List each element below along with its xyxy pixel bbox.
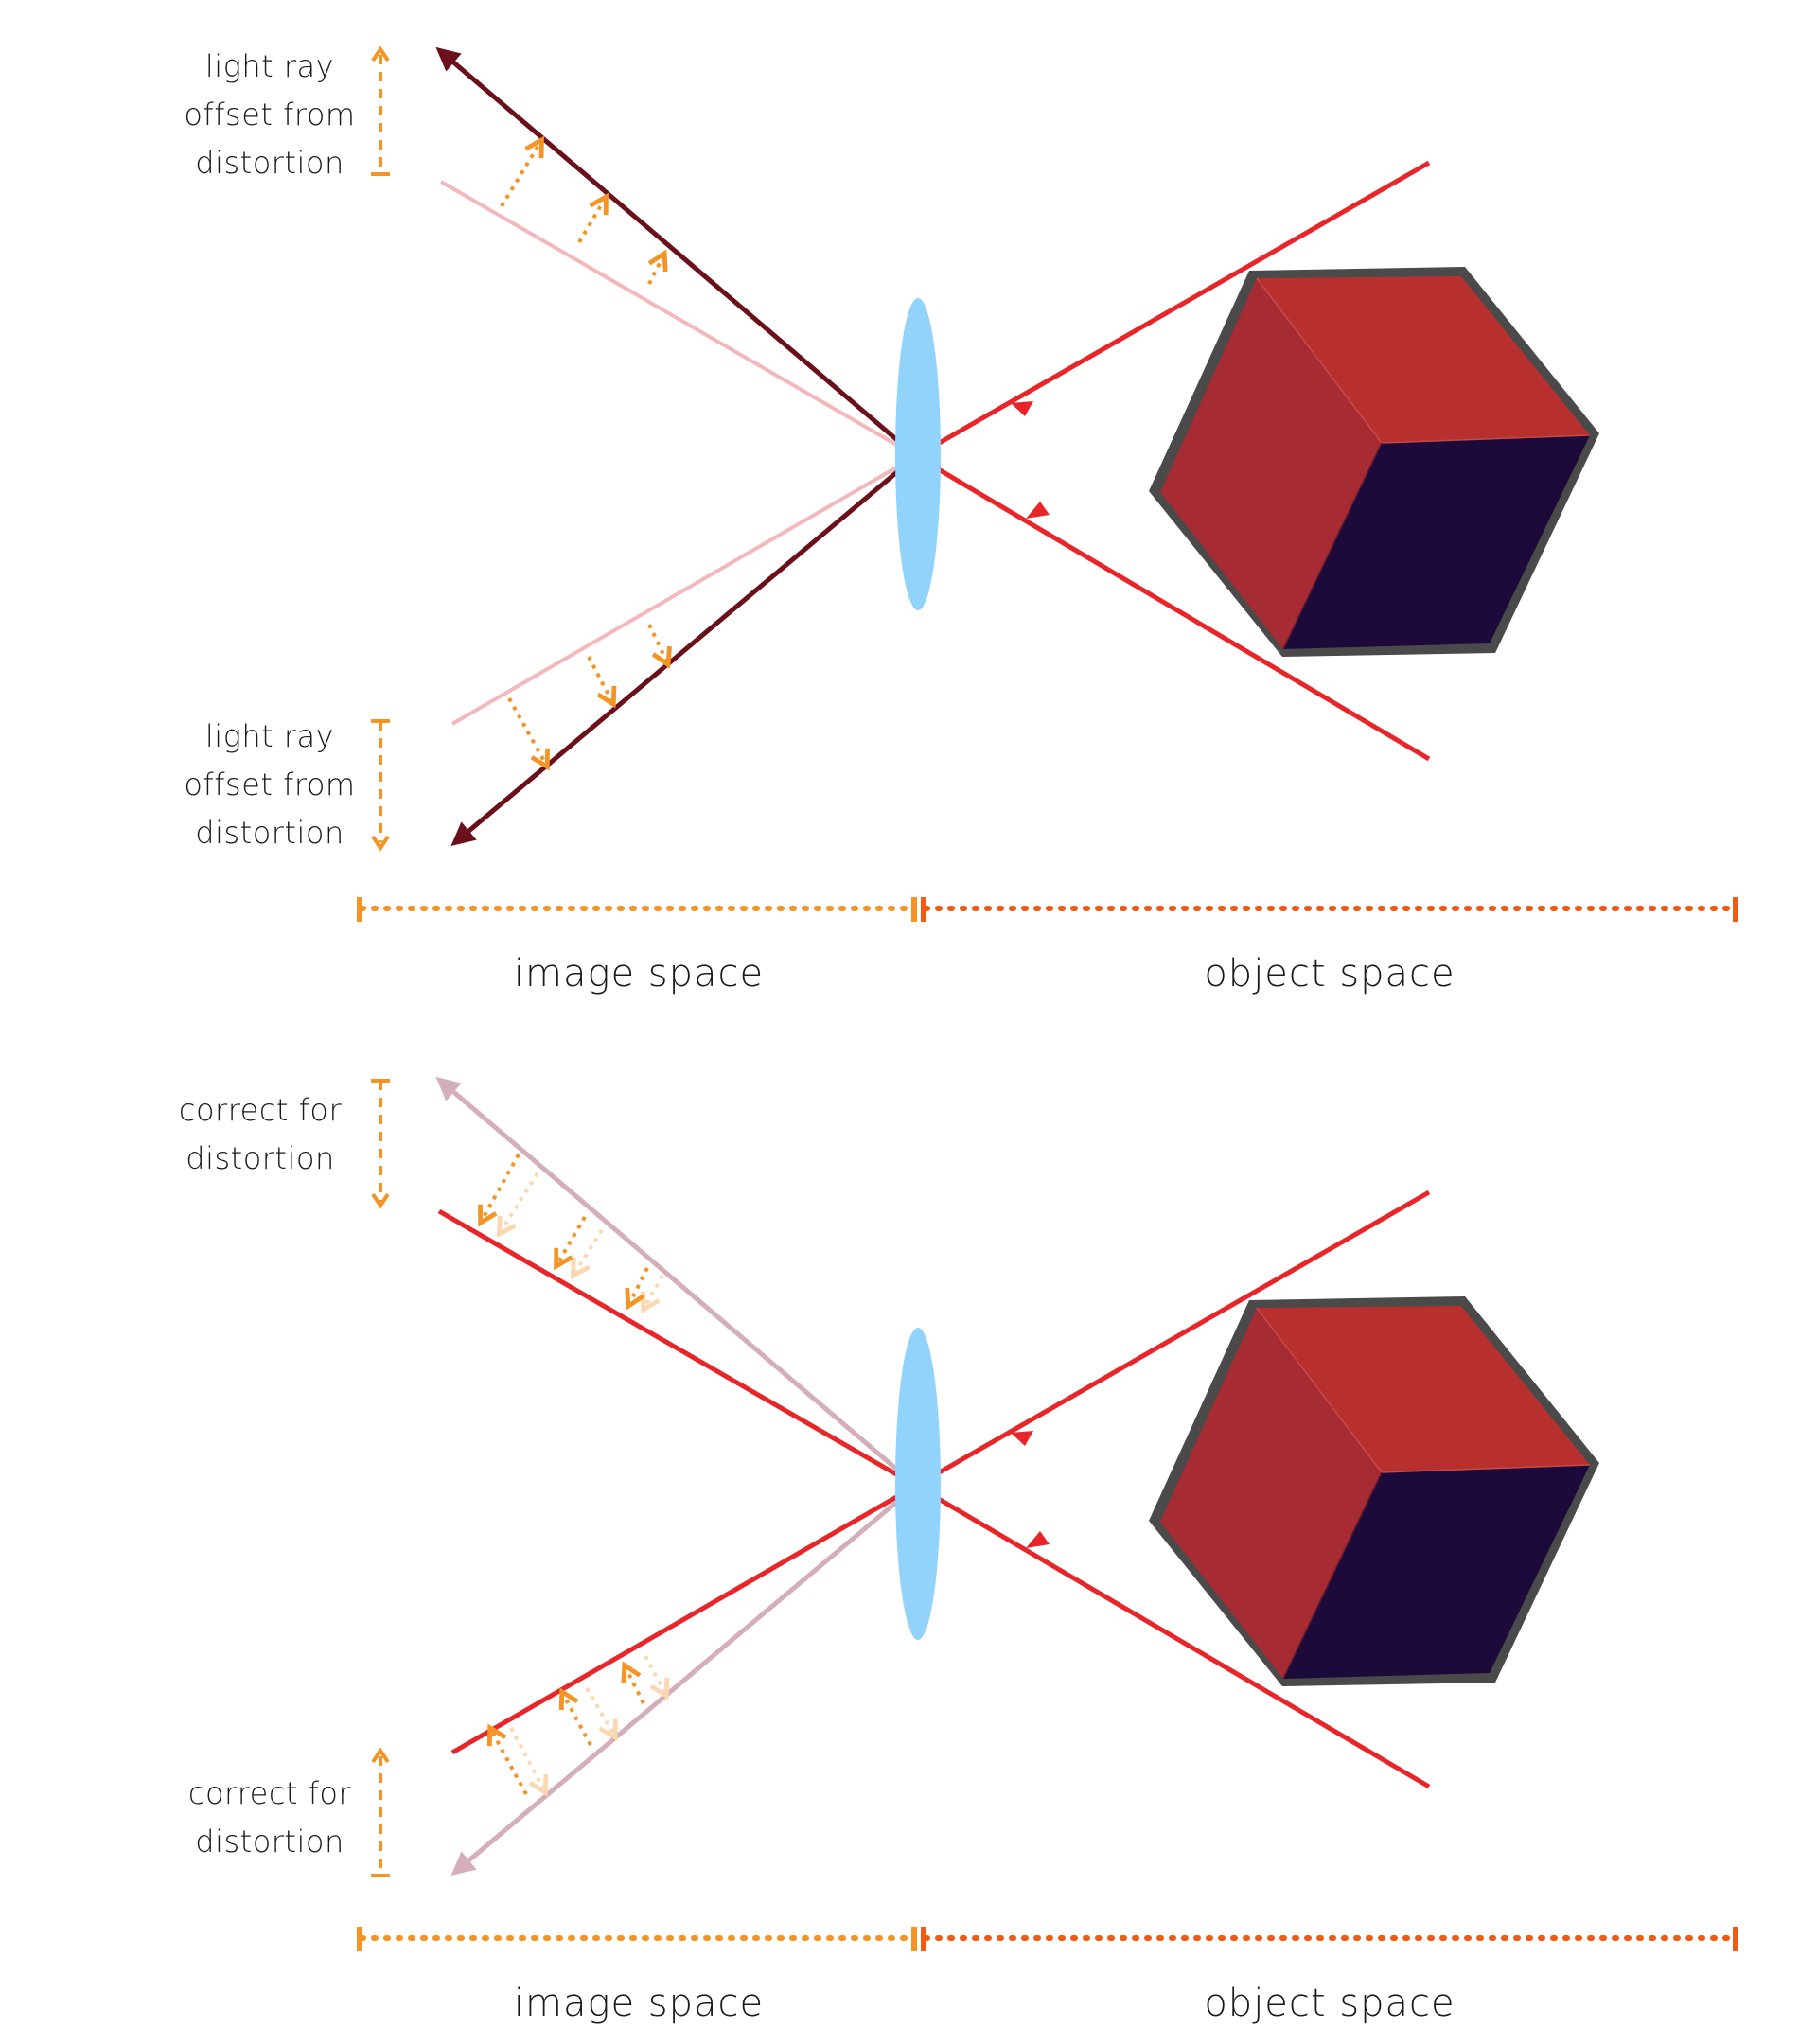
bottom-image-space-label: image space (513, 1982, 765, 2025)
top-panel (357, 45, 1738, 922)
label-line: offset from (184, 97, 356, 132)
offset-arrow (587, 656, 617, 709)
distorted-ray-upper (435, 1076, 918, 1488)
cube-icon (1149, 1296, 1599, 1686)
offset-arrows-upper (500, 135, 668, 285)
offset-arrow (507, 697, 550, 771)
undistorted-ray-lower (450, 454, 918, 726)
correction-indicator-upper (371, 1079, 390, 1209)
label-line: correct for (187, 1775, 352, 1811)
top-image-space-label: image space (513, 952, 765, 996)
incoming-arrow-lower (1026, 1531, 1050, 1548)
space-divider-bottom (357, 1927, 1738, 1951)
corrected-ray-upper (437, 1208, 918, 1489)
offset-indicator-upper (371, 45, 390, 176)
correction-arrows-upper (478, 1154, 664, 1314)
distorted-rays (435, 46, 918, 847)
bottom-lower-correct-label: correct for distortion (161, 1770, 379, 1866)
label-line: distortion (185, 1140, 335, 1176)
offset-arrow (500, 135, 544, 208)
distorted-ray-lower (450, 1484, 918, 1877)
distorted-rays-faded (435, 1076, 918, 1877)
incoming-red-rays (914, 1189, 1431, 1789)
label-line: distortion (195, 1824, 344, 1859)
incoming-red-rays (914, 160, 1431, 762)
cube-icon (1149, 267, 1599, 657)
space-divider-top (357, 897, 1738, 922)
label-line: correct for (178, 1092, 343, 1128)
lens-icon (895, 1328, 941, 1640)
bottom-upper-correct-label: correct for distortion (151, 1086, 369, 1183)
distorted-ray-upper (435, 46, 918, 458)
undistorted-rays (439, 180, 918, 726)
top-object-space-label: object space (1204, 952, 1455, 996)
incoming-ray-upper (914, 160, 1431, 459)
label-line: offset from (184, 766, 356, 802)
undistorted-ray-upper (439, 180, 918, 458)
incoming-arrow-upper (1011, 401, 1033, 416)
label-line: distortion (195, 815, 344, 851)
correction-arrows-lower (486, 1655, 670, 1797)
label-line: distortion (195, 145, 344, 181)
offset-arrow (647, 624, 672, 669)
bottom-object-space-label: object space (1204, 1982, 1455, 2025)
corrected-ray-lower (450, 1483, 918, 1755)
top-lower-offset-label: light ray offset from distortion (161, 713, 379, 857)
incoming-ray-lower (914, 453, 1431, 762)
lens-icon (895, 298, 941, 610)
corrected-rays (437, 1208, 918, 1755)
distorted-ray-lower (450, 454, 918, 847)
label-line: light ray (204, 48, 335, 84)
correction-indicator-lower (371, 1747, 390, 1877)
offset-arrow (577, 192, 609, 244)
incoming-ray-lower (914, 1483, 1431, 1789)
offset-indicator-lower (371, 719, 390, 852)
incoming-ray-upper (914, 1189, 1431, 1489)
top-upper-offset-label: light ray offset from distortion (161, 43, 379, 187)
offset-arrow (647, 249, 668, 285)
incoming-arrow-upper (1011, 1431, 1033, 1446)
incoming-arrow-lower (1026, 502, 1050, 519)
offset-arrows-lower (507, 624, 672, 771)
bottom-panel (357, 1076, 1738, 1951)
label-line: light ray (204, 718, 335, 754)
